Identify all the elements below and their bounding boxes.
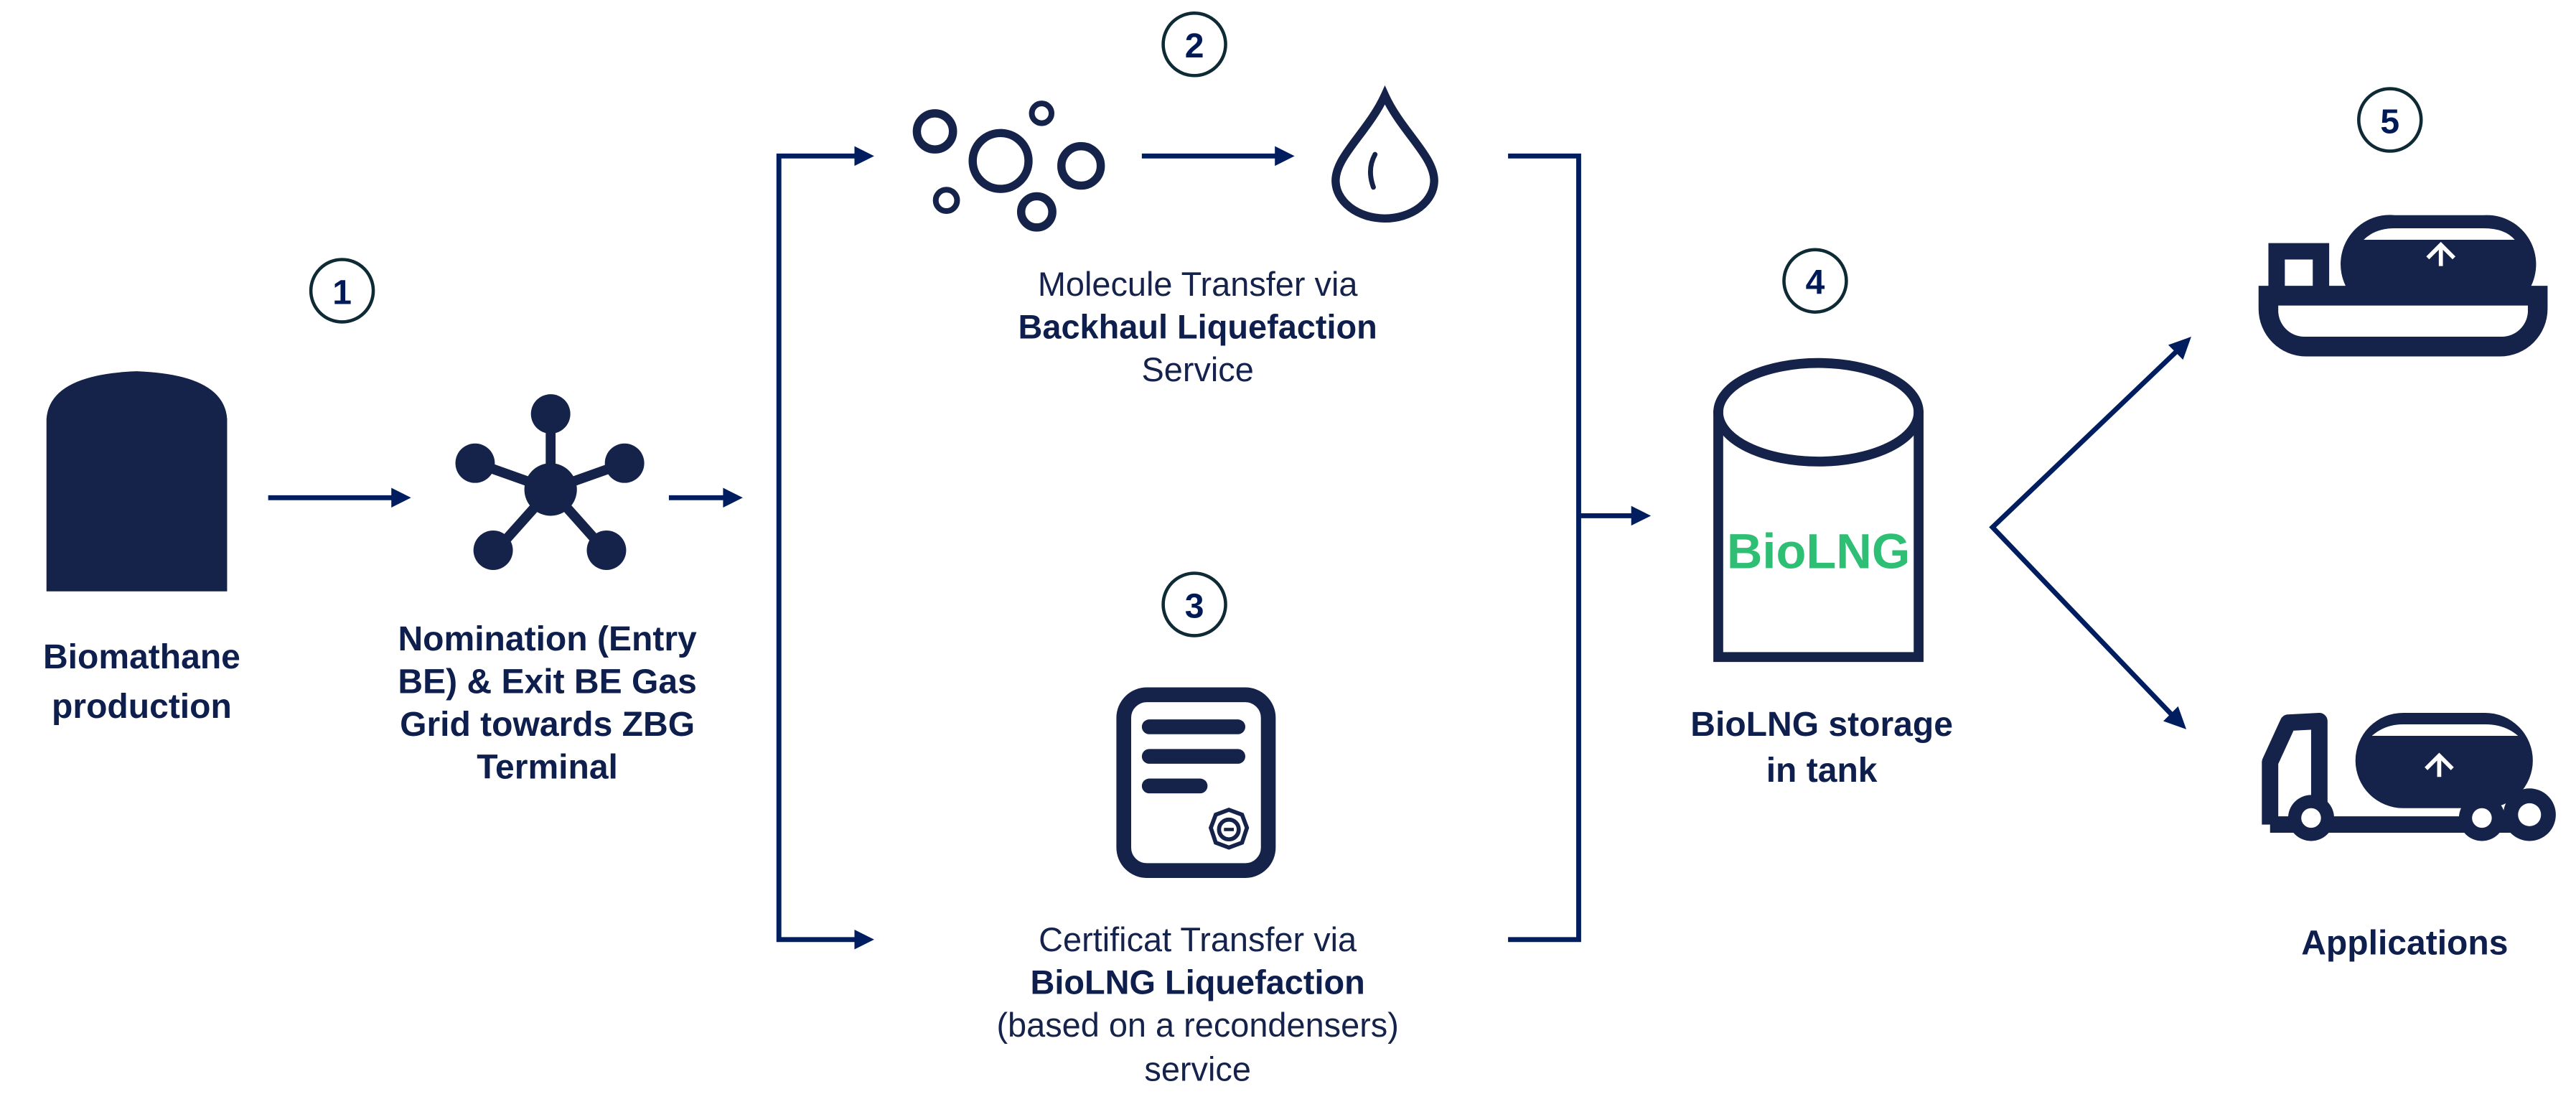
step-2-badge: 2 <box>1161 11 1227 78</box>
step-2-number: 2 <box>1185 27 1204 65</box>
biomethane-label-line-1: Biomathane <box>43 638 240 676</box>
storage-tank-icon: BioLNG <box>1713 358 1924 663</box>
certificate-icon <box>1116 687 1276 878</box>
step-3-number: 3 <box>1185 587 1204 625</box>
gas-molecules-icon <box>912 101 1105 232</box>
lng-truck-icon <box>2262 713 2556 841</box>
grid-label-line-3: Grid towards ZBG <box>400 706 695 744</box>
grid-label-line-4: Terminal <box>477 749 618 787</box>
step-4-number: 4 <box>1806 264 1825 302</box>
biomethane-label-line-2: production <box>52 688 232 726</box>
grid-label-line-1: Nomination (Entry <box>398 620 697 658</box>
arrow-production-to-grid <box>268 487 411 508</box>
arrow-grid-to-split <box>668 487 743 508</box>
molecule-transfer-line-2: Backhaul Liquefaction <box>1018 308 1377 345</box>
gas-grid-network-icon <box>455 394 645 570</box>
storage-label-line-2: in tank <box>1766 752 1878 790</box>
grid-label-line-2: BE) & Exit BE Gas <box>398 663 696 701</box>
arrow-molecules-to-liquid <box>1141 146 1295 167</box>
step-5-number: 5 <box>2380 103 2399 141</box>
molecule-transfer-line-1: Molecule Transfer via <box>1038 266 1359 303</box>
storage-label-line-1: BioLNG storage <box>1690 706 1953 744</box>
split-bracket <box>776 146 874 950</box>
certificate-transfer-line-4: service <box>1144 1051 1251 1088</box>
step-1-number: 1 <box>332 274 352 312</box>
molecule-transfer-line-3: Service <box>1141 351 1253 388</box>
certificate-transfer-line-2: BioLNG Liquefaction <box>1031 963 1365 1001</box>
step-1-badge: 1 <box>309 258 375 324</box>
step-4-badge: 4 <box>1782 248 1848 314</box>
step-3-badge: 3 <box>1161 571 1227 637</box>
step-5-badge: 5 <box>2357 87 2423 153</box>
applications-label: Applications <box>2301 924 2508 962</box>
lng-ship-icon <box>2258 215 2548 357</box>
biomethane-tank-icon <box>46 371 228 592</box>
certificate-transfer-line-1: Certificat Transfer via <box>1039 921 1357 958</box>
certificate-transfer-line-3: (based on a recondensers) <box>996 1006 1398 1044</box>
merge-bracket <box>1508 153 1652 943</box>
tank-biolng-text: BioLNG <box>1727 524 1910 579</box>
liquid-drop-icon <box>1331 85 1438 223</box>
fork-arrows <box>1989 337 2191 729</box>
